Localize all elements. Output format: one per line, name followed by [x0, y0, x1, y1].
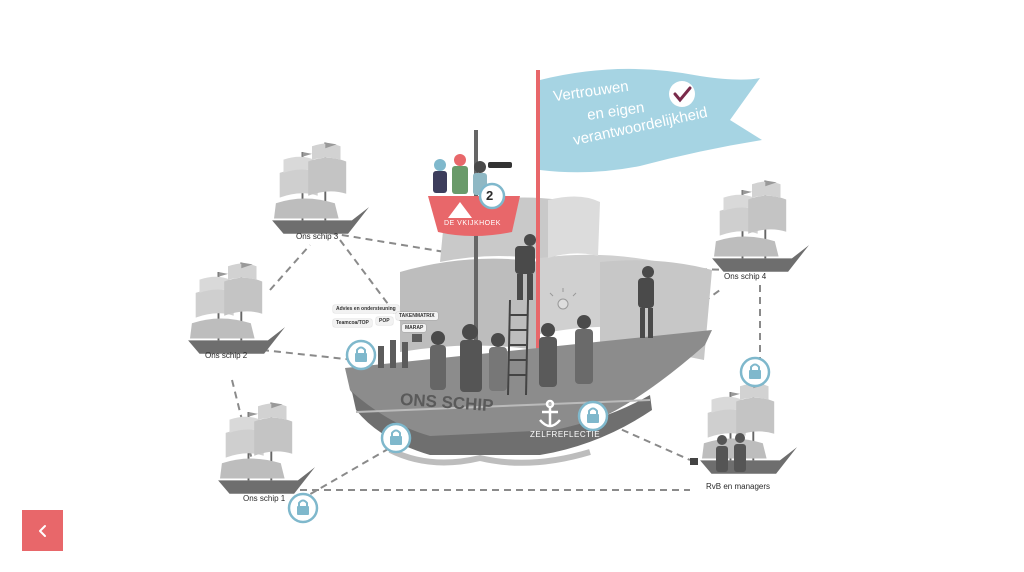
ship-icon[interactable]: [699, 381, 798, 475]
ship-label-4: Ons schip 4: [724, 272, 767, 281]
crows-nest-badge[interactable]: 2: [486, 188, 494, 203]
check-icon: [673, 86, 692, 103]
crows-nest[interactable]: [428, 154, 520, 236]
tool-tag-pop[interactable]: POP: [376, 317, 393, 325]
lock-icon[interactable]: [577, 400, 609, 432]
main-ship: [345, 70, 712, 466]
ship-label-1: Ons schip 1: [243, 494, 286, 503]
ship-icon[interactable]: [217, 401, 316, 495]
values-flag: [540, 68, 762, 173]
ship-icon[interactable]: [187, 261, 286, 355]
back-button[interactable]: [22, 510, 63, 551]
chevron-left-icon: [38, 524, 46, 537]
lock-icon[interactable]: [739, 356, 771, 388]
ship-label-2: Ons schip 2: [205, 351, 248, 360]
managers-figures: [690, 433, 746, 472]
tool-tag-advies[interactable]: Advies en ondersteuning: [333, 305, 399, 313]
lock-icon[interactable]: [287, 492, 319, 524]
crows-nest-label: DE VKIJKHOEK: [444, 220, 501, 227]
ship-label-3: Ons schip 3: [296, 232, 339, 241]
anchor-icon: [539, 399, 561, 428]
ship-icon[interactable]: [271, 141, 370, 235]
anchor-label: ZELFREFLECTIE: [530, 430, 601, 439]
tool-tag-teamcoa[interactable]: Teamcoa/TOP: [333, 319, 372, 327]
lock-icon[interactable]: [345, 339, 377, 371]
ship-icon[interactable]: [711, 179, 810, 273]
lightbulb-icon: [549, 288, 577, 310]
lock-icon[interactable]: [380, 422, 412, 454]
ship-label-rvb: RvB en managers: [706, 482, 771, 491]
tool-tag-marap[interactable]: MARAP: [402, 324, 427, 332]
tool-tag-takenmatrix[interactable]: TAKENMATRIX: [396, 312, 438, 320]
